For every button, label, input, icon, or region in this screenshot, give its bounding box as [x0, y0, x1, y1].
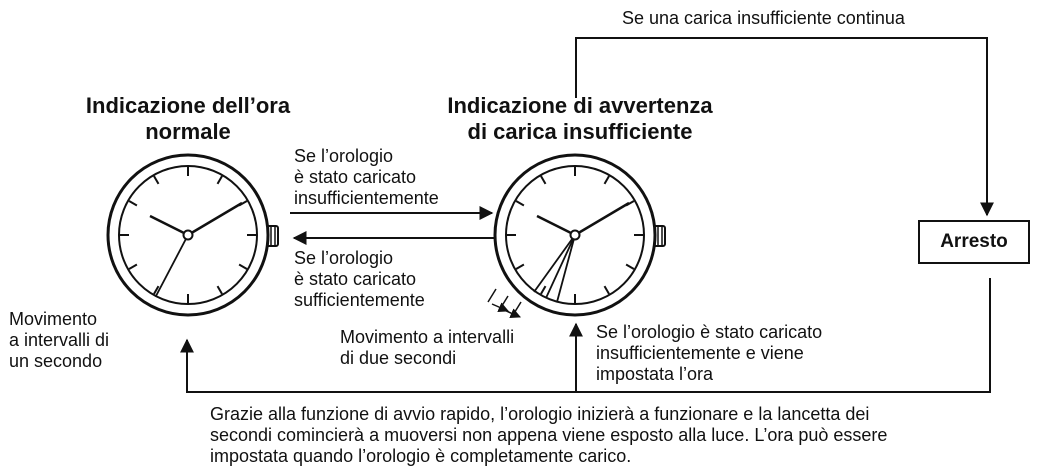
step-arrows-icon: [487, 288, 522, 319]
stop-label: Arresto: [940, 231, 1008, 252]
heading-normal-line2: normale: [145, 119, 231, 144]
label-insufficient-line2: è stato caricato: [294, 167, 417, 187]
hour-tick: [238, 263, 248, 270]
hour-tick: [153, 175, 160, 185]
footer-line2: secondi comincierà a muoversi non appena…: [210, 425, 888, 445]
label-set-time-line1: Se l’orologio è stato caricato: [596, 322, 823, 342]
hour-tick: [603, 285, 610, 295]
stop-box: Arresto: [918, 220, 1030, 264]
label-one-second-line3: un secondo: [9, 351, 103, 371]
hour-hand-icon: [536, 214, 576, 237]
label-sufficient-line2: è stato caricato: [294, 269, 417, 289]
label-insufficient-line1: Se l’orologio: [294, 146, 394, 166]
arrow-to-stop: [575, 37, 994, 217]
label-set-time: Se l’orologio è stato caricato insuffici…: [596, 322, 822, 385]
hour-tick: [603, 175, 610, 185]
minute-hand-icon: [574, 201, 630, 237]
heading-normal-line1: Indicazione dell’ora: [85, 93, 291, 118]
label-two-seconds-line1: Movimento a intervalli: [340, 327, 515, 347]
hour-tick: [540, 285, 547, 295]
label-one-second-line1: Movimento: [9, 309, 98, 329]
hour-tick: [540, 175, 547, 185]
heading-warning-line2: di carica insufficiente: [467, 119, 693, 144]
label-two-seconds-line2: di due secondi: [340, 348, 457, 368]
hour-tick: [128, 263, 138, 270]
hour-tick: [216, 285, 223, 295]
label-set-time-line3: impostata l’ora: [596, 364, 714, 384]
hour-tick: [128, 200, 138, 207]
footer-line1: Grazie alla funzione di avvio rapido, l’…: [210, 404, 870, 424]
hour-tick: [216, 175, 223, 185]
label-sufficient-line3: sufficientemente: [294, 290, 425, 310]
second-hand-icon: [155, 234, 189, 297]
label-sufficient-line1: Se l’orologio: [294, 248, 394, 268]
label-one-second-line2: a intervalli di: [9, 330, 110, 350]
hour-tick: [153, 285, 160, 295]
label-set-time-line2: insufficientemente e viene: [596, 343, 804, 363]
label-continue: Se una carica insufficiente continua: [622, 8, 905, 28]
label-insufficient: Se l’orologio è stato caricato insuffici…: [294, 146, 439, 209]
footer-line3: impostata quando l’orologio è completame…: [210, 446, 632, 466]
second-hand-icon: [545, 234, 576, 299]
label-two-seconds: Movimento a intervalli di due secondi: [340, 327, 514, 369]
return-path: [180, 278, 991, 393]
heading-warning-line1: Indicazione di avvertenza: [447, 93, 713, 118]
second-hand-icon: [533, 234, 576, 293]
footer-note: Grazie alla funzione di avvio rapido, l’…: [210, 404, 887, 467]
normal-watch: [106, 153, 279, 317]
label-one-second: Movimento a intervalli di un secondo: [9, 309, 109, 372]
warning-watch: [487, 153, 666, 319]
hour-hand-icon: [149, 214, 189, 237]
heading-normal: Indicazione dell’ora normale: [68, 93, 308, 145]
heading-warning: Indicazione di avvertenza di carica insu…: [420, 93, 740, 145]
label-insufficient-line3: insufficientemente: [294, 188, 439, 208]
hour-tick: [625, 263, 635, 270]
hour-tick: [515, 263, 525, 270]
hour-tick: [515, 200, 525, 207]
second-hand-icon: [556, 234, 576, 303]
minute-hand-icon: [187, 201, 243, 237]
label-sufficient: Se l’orologio è stato caricato sufficien…: [294, 248, 425, 311]
